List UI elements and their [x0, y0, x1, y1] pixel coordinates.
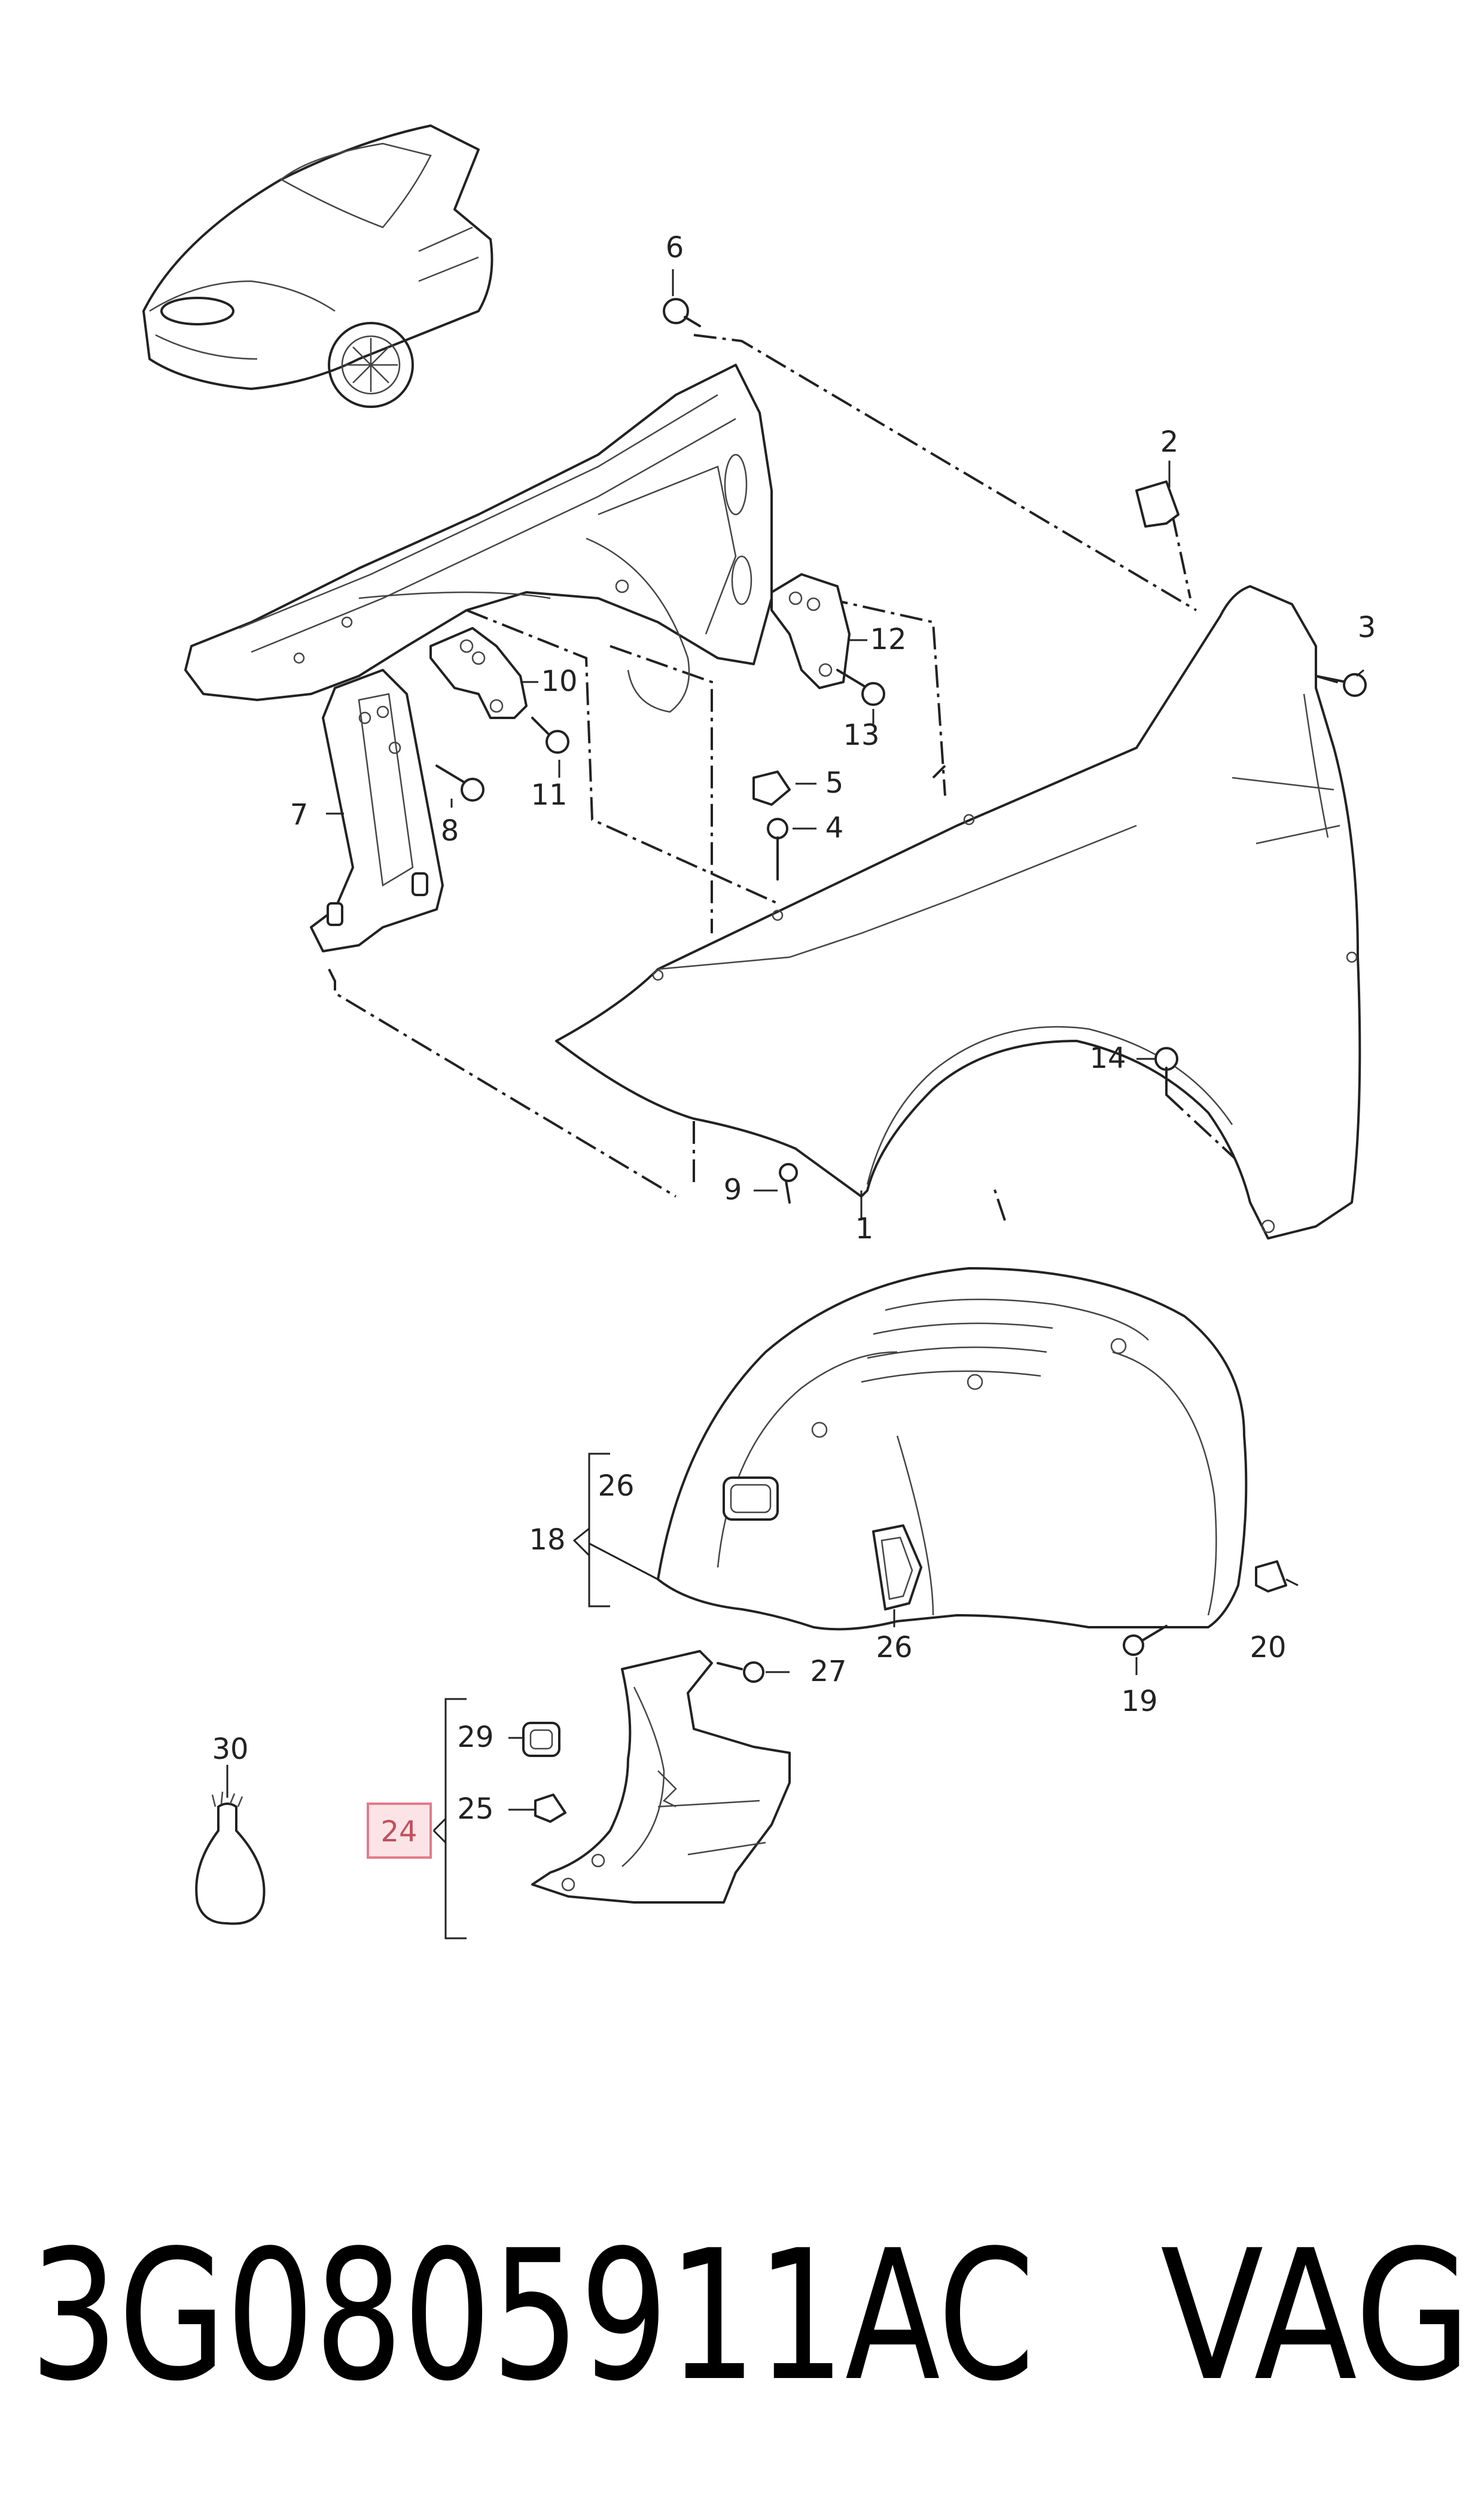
callout-13: 13: [843, 718, 879, 752]
callout-29: 29: [457, 1721, 493, 1754]
callout-4: 4: [825, 811, 844, 845]
bracket-10: [429, 627, 528, 719]
inner-wheelhouse-apron: [184, 364, 773, 713]
callout-26-top: 26: [598, 1469, 634, 1503]
nut-5: [752, 771, 791, 806]
callout-labels: 6 2 3 12 10 13 11 5 4 7 8 14 9 1 26 18 2…: [212, 231, 1376, 1826]
callout-6: 6: [666, 231, 684, 264]
bag-30: [195, 1791, 266, 1925]
callout-27: 27: [810, 1655, 846, 1688]
bolt-9: [779, 1163, 798, 1204]
brand-label: VAG: [1160, 2212, 1471, 2420]
callout-18: 18: [529, 1523, 565, 1557]
bracket-7: [310, 669, 444, 952]
callout-19: 19: [1121, 1685, 1157, 1718]
callout-9: 9: [724, 1173, 742, 1207]
callout-12: 12: [870, 623, 906, 656]
callout-2: 2: [1160, 425, 1179, 459]
clip-20: [1255, 1560, 1287, 1593]
callout-7: 7: [290, 798, 309, 832]
callout-8: 8: [441, 814, 459, 848]
leader-lines: [226, 269, 1364, 1940]
callout-30: 30: [212, 1733, 248, 1766]
wheel-housing-liner-18: [657, 1267, 1248, 1631]
callout-3: 3: [1358, 611, 1376, 644]
callout-25: 25: [457, 1792, 493, 1826]
bolt-8: [435, 765, 484, 802]
bolt-4: [767, 818, 788, 881]
bolt-6: [663, 298, 701, 327]
bolt-11: [531, 717, 569, 754]
bolt-14: [1154, 1047, 1178, 1096]
callout-11: 11: [531, 778, 567, 812]
callout-20: 20: [1250, 1631, 1286, 1664]
clip-2: [1135, 480, 1180, 528]
car-thumbnail: [142, 124, 493, 408]
bolt-27: [717, 1661, 764, 1683]
cover-26: [872, 1524, 922, 1610]
callout-24-highlight[interactable]: 24: [367, 1803, 432, 1859]
callout-24: 24: [380, 1815, 417, 1849]
fender-1: [555, 585, 1361, 1240]
bracket-12: [770, 573, 851, 689]
bolt-3: [1315, 673, 1367, 697]
cover-29: [522, 1722, 560, 1757]
clip-25: [534, 1794, 566, 1823]
callout-5: 5: [825, 766, 844, 800]
bolt-19: [1123, 1625, 1168, 1656]
callout-1: 1: [855, 1212, 874, 1246]
liner-rear-24: [531, 1650, 791, 1904]
bolt-13: [836, 669, 885, 706]
part-number: 3G0805911AC: [30, 2212, 1035, 2420]
callout-10: 10: [541, 665, 577, 698]
callout-14: 14: [1089, 1042, 1126, 1075]
callout-26-cover: 26: [876, 1631, 912, 1664]
